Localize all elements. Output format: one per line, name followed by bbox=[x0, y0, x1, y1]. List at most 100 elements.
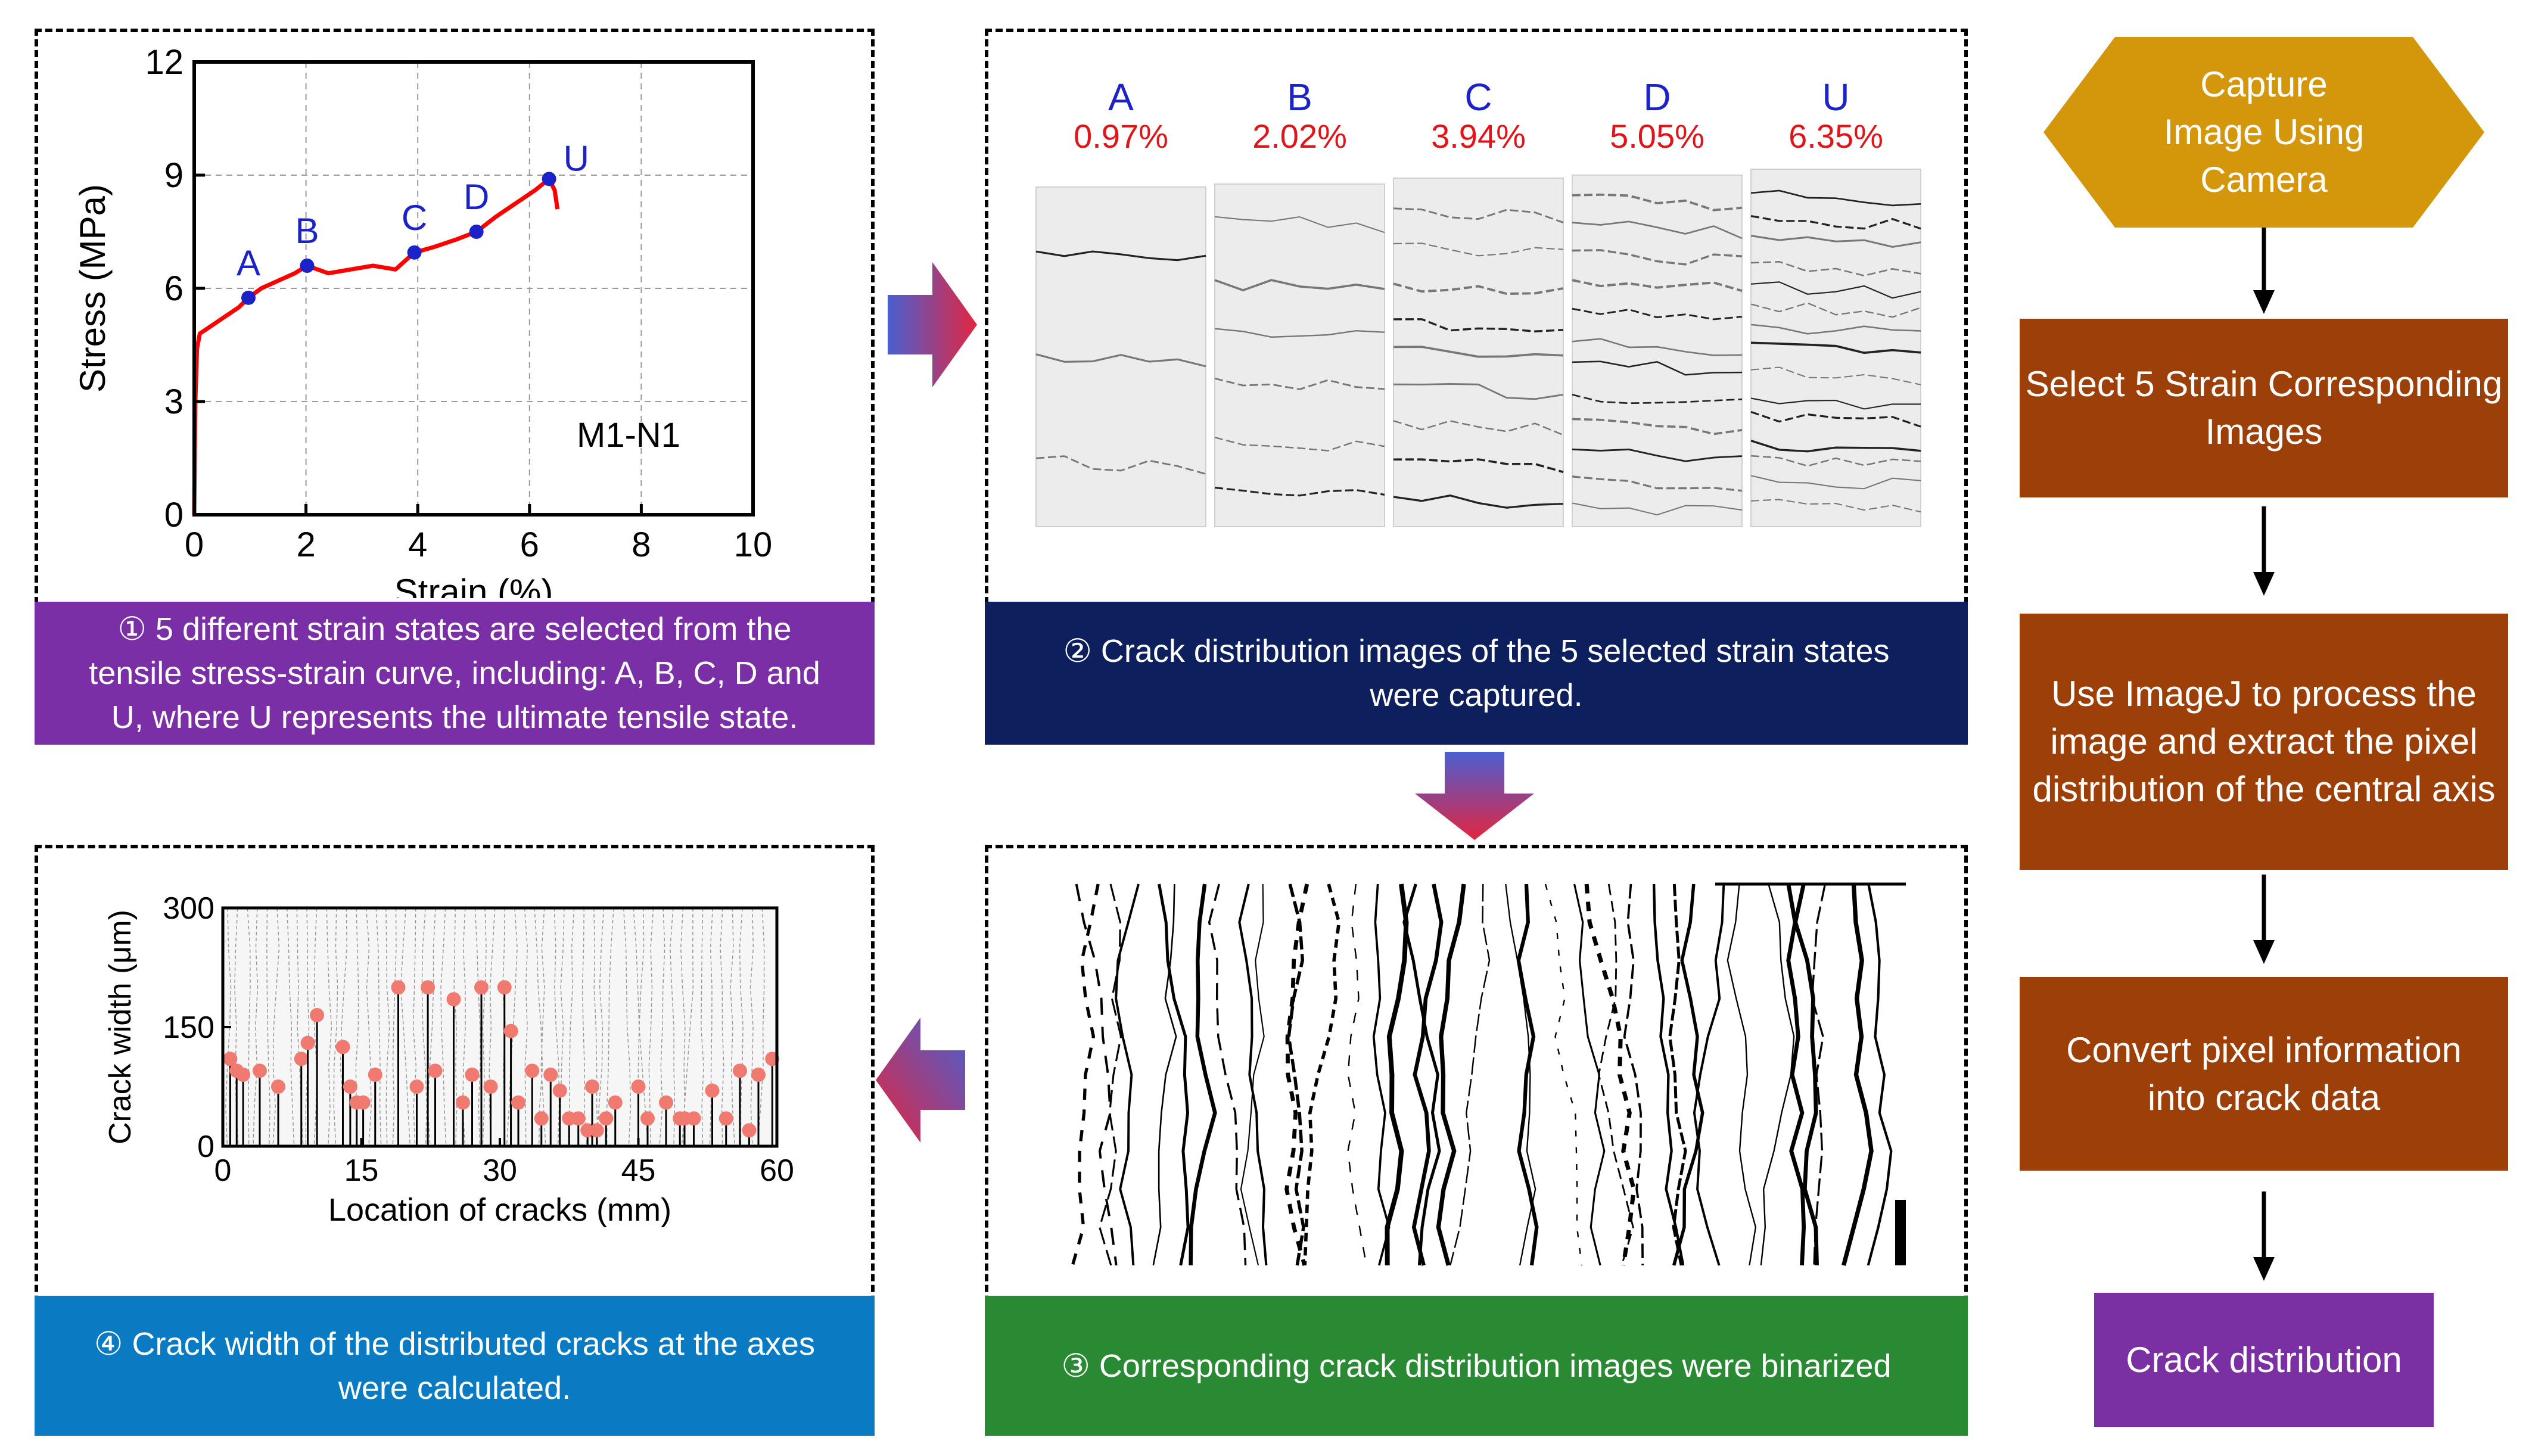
crack-marker bbox=[686, 1111, 701, 1126]
crack-line bbox=[1214, 328, 1385, 338]
point-B bbox=[300, 259, 315, 273]
y-tick-label: 0 bbox=[197, 1130, 214, 1164]
caption-2-line-2: were captured. bbox=[1370, 677, 1583, 713]
crack-marker bbox=[446, 992, 461, 1007]
stress-strain-line bbox=[192, 176, 560, 515]
crack-marker bbox=[300, 1035, 315, 1050]
background-crack bbox=[333, 907, 338, 1147]
flow-arrow-3 bbox=[2253, 875, 2275, 964]
caption-4: ④ Crack width of the distributed cracks … bbox=[35, 1296, 875, 1436]
crack-line bbox=[1750, 475, 1921, 490]
background-crack bbox=[623, 907, 632, 1147]
y-tick-label: 0 bbox=[164, 496, 183, 534]
binarized-crack bbox=[1099, 883, 1122, 1266]
flow-step-3: Convert pixel information into crack dat… bbox=[2020, 977, 2508, 1171]
crack-marker bbox=[294, 1051, 309, 1066]
binarized-crack bbox=[1411, 883, 1444, 1266]
crack-marker bbox=[421, 980, 436, 995]
strip-letter: D bbox=[1643, 76, 1671, 119]
y-tick-label: 12 bbox=[145, 43, 183, 82]
crack-marker bbox=[659, 1095, 673, 1110]
y-tick-label: 9 bbox=[164, 156, 183, 195]
flow-arrow-4 bbox=[2253, 1191, 2275, 1281]
background-crack bbox=[683, 907, 694, 1147]
crack-line bbox=[1750, 499, 1921, 513]
binarized-crack bbox=[1152, 883, 1177, 1266]
crack-line bbox=[1214, 279, 1385, 292]
binarized-crack bbox=[1811, 883, 1827, 1266]
background-crack bbox=[440, 907, 447, 1147]
crack-line bbox=[1750, 366, 1921, 385]
background-crack bbox=[453, 907, 458, 1147]
crack-line bbox=[1035, 353, 1206, 368]
background-crack bbox=[749, 907, 754, 1147]
crack-marker bbox=[428, 1063, 443, 1078]
crack-line bbox=[1750, 235, 1921, 248]
binarized-crack bbox=[1385, 883, 1409, 1266]
crack-marker bbox=[310, 1008, 325, 1022]
binarized-crack bbox=[1544, 883, 1583, 1266]
background-crack bbox=[730, 907, 736, 1147]
background-crack bbox=[412, 907, 417, 1147]
crack-line bbox=[1750, 215, 1921, 230]
crack-line bbox=[1393, 242, 1564, 257]
crack-line bbox=[1750, 397, 1921, 410]
binarized-crack bbox=[1760, 883, 1795, 1266]
crack-marker bbox=[525, 1063, 540, 1078]
caption-2-line-1: ② Crack distribution images of the 5 sel… bbox=[1063, 633, 1890, 669]
y-tick-label: 150 bbox=[163, 1010, 214, 1045]
binarized-crack bbox=[1584, 883, 1637, 1266]
binarized-crack bbox=[1347, 883, 1367, 1266]
crack-marker bbox=[465, 1068, 480, 1082]
background-crack bbox=[247, 907, 251, 1147]
crack-marker bbox=[718, 1111, 733, 1126]
point-C bbox=[407, 245, 422, 260]
strip-strain: 2.02% bbox=[1252, 117, 1347, 155]
crack-line bbox=[1035, 455, 1206, 475]
x-tick-label: 30 bbox=[483, 1153, 517, 1188]
crack-marker bbox=[497, 980, 512, 995]
crack-line bbox=[1750, 261, 1921, 277]
crack-marker bbox=[589, 1123, 604, 1138]
background-crack bbox=[286, 907, 295, 1147]
binarized-crack bbox=[1652, 883, 1685, 1266]
chart-annotation: M1-N1 bbox=[577, 416, 680, 455]
flow-end: Crack distribution bbox=[2094, 1293, 2434, 1427]
flow-arrow-1 bbox=[2253, 228, 2275, 314]
point-label-D: D bbox=[464, 177, 489, 217]
caption-3-line-1: ③ Corresponding crack distribution image… bbox=[1061, 1348, 1892, 1384]
binarized-crack bbox=[1668, 883, 1687, 1266]
background-crack bbox=[305, 907, 310, 1147]
background-crack bbox=[392, 907, 397, 1147]
x-axis-label: Location of cracks (mm) bbox=[328, 1192, 671, 1228]
binarized-corner bbox=[1895, 1200, 1906, 1265]
binarized-crack bbox=[1071, 883, 1100, 1266]
binarized-image bbox=[1071, 882, 1906, 1266]
binarized-crack bbox=[1238, 883, 1268, 1266]
x-tick-label: 45 bbox=[621, 1153, 656, 1188]
flow-step-1: Select 5 Strain Corresponding Images bbox=[2020, 319, 2508, 497]
crack-line bbox=[1572, 360, 1743, 376]
background-crack bbox=[540, 907, 546, 1147]
background-crack bbox=[489, 907, 496, 1147]
background-crack bbox=[569, 907, 575, 1147]
crack-line bbox=[1572, 220, 1743, 239]
y-axis-label: Stress (MPa) bbox=[73, 184, 113, 393]
x-tick-label: 0 bbox=[185, 525, 204, 564]
crack-marker bbox=[356, 1095, 371, 1110]
background-crack bbox=[581, 907, 587, 1147]
binarized-crack bbox=[1623, 883, 1644, 1266]
background-crack bbox=[757, 907, 765, 1147]
x-tick-label: 0 bbox=[214, 1153, 232, 1188]
background-crack bbox=[701, 907, 704, 1147]
crack-marker bbox=[705, 1083, 720, 1098]
x-tick-label: 6 bbox=[520, 525, 539, 564]
crack-line bbox=[1393, 282, 1564, 295]
background-crack bbox=[474, 907, 481, 1147]
crack-marker bbox=[608, 1095, 623, 1110]
arrow-left-icon bbox=[876, 1018, 965, 1143]
crack-line bbox=[1214, 437, 1385, 452]
